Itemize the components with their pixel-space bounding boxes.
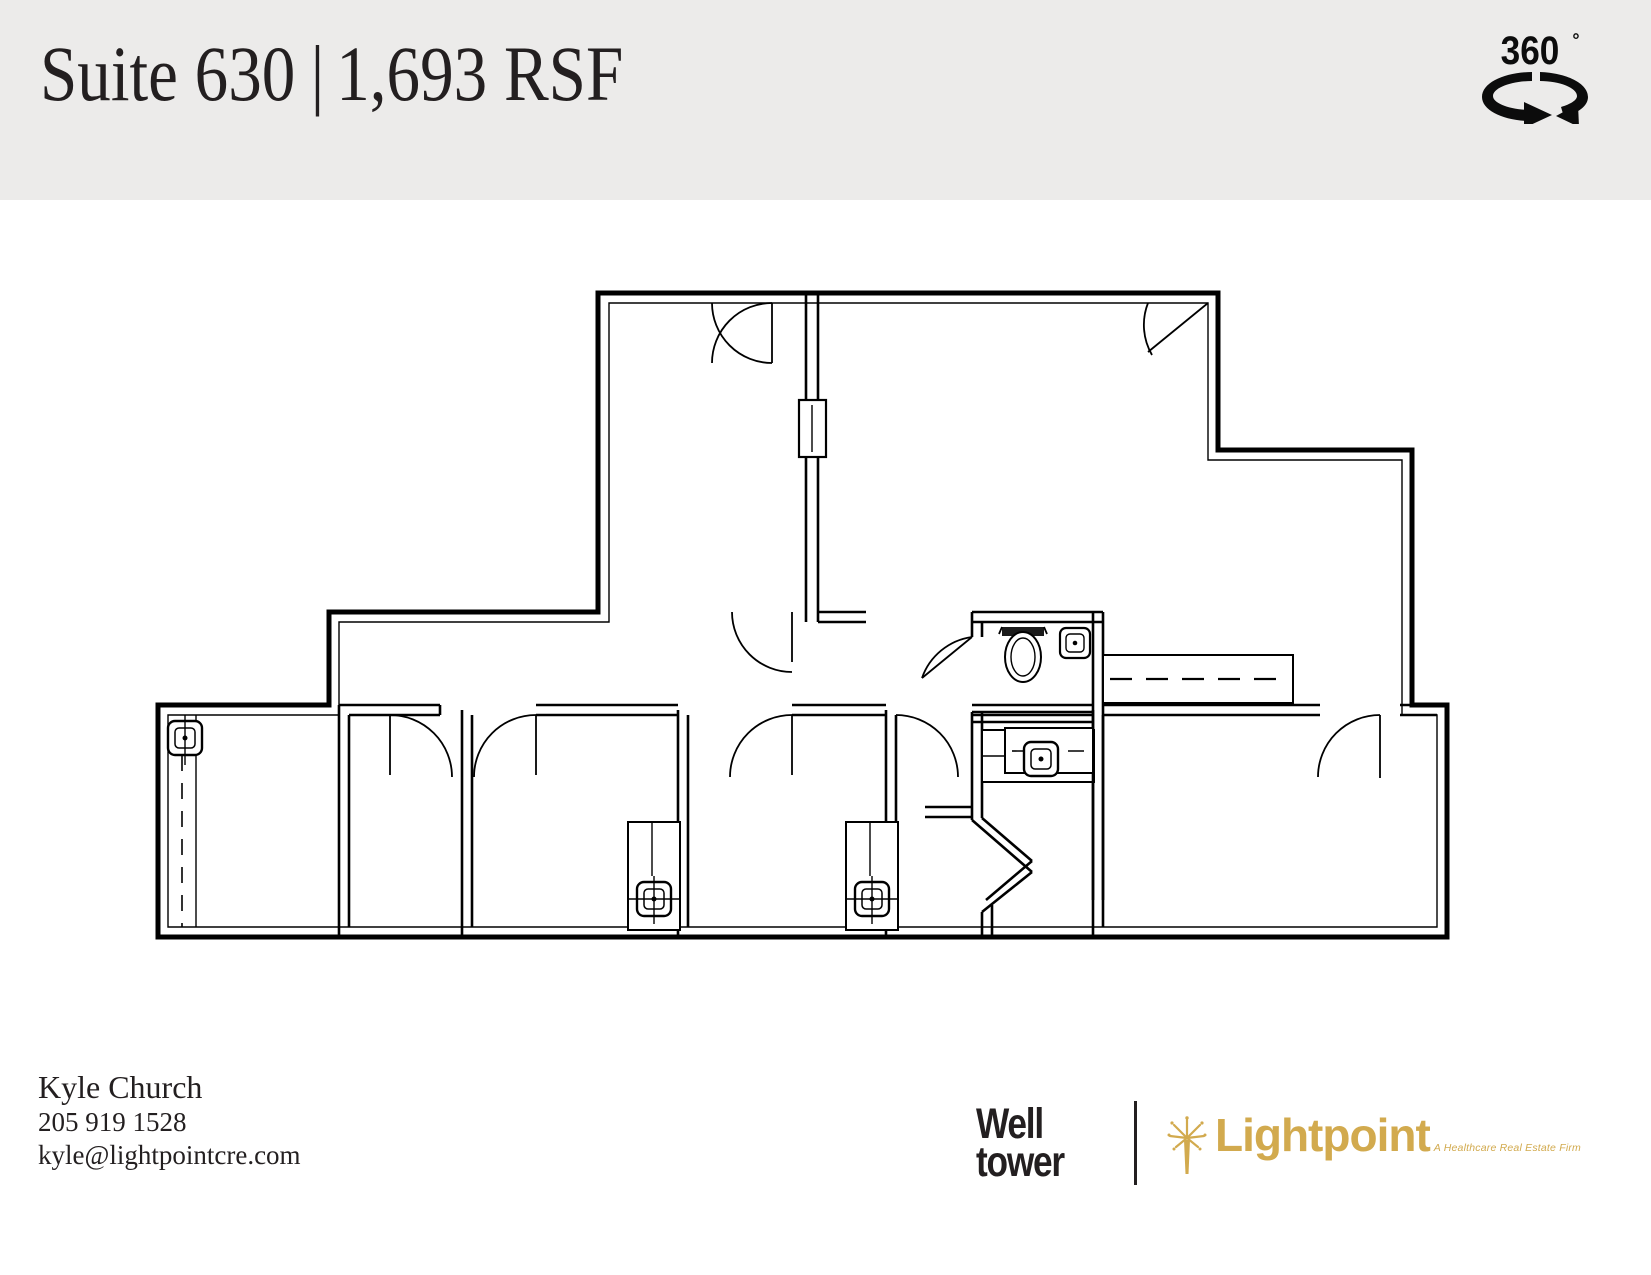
suite-number: Suite 630 (40, 30, 296, 117)
contact-name: Kyle Church (38, 1069, 203, 1105)
contact-phone[interactable]: 205 919 1528 (38, 1107, 187, 1137)
counter-sink-center (1022, 740, 1060, 778)
restroom-lavatory (1058, 626, 1092, 660)
360-icon[interactable]: 360 ° (1466, 24, 1596, 124)
exam-sink-mid-a (628, 876, 680, 924)
logo-row: Well tower (976, 1088, 1581, 1198)
lightpoint-wordmark: Lightpoint (1214, 1109, 1431, 1161)
contact-block: Kyle Church 205 919 1528 kyle@lightpoint… (38, 1068, 558, 1172)
plan-geometry (155, 290, 1450, 940)
rentable-area: 1,693 RSF (336, 30, 624, 117)
lightpoint-logo: Lightpoint A Healthcare Real Estate Firm (1167, 1110, 1581, 1176)
lightpoint-tagline: A Healthcare Real Estate Firm (1433, 1142, 1581, 1154)
floorplan-drawing (0, 200, 1651, 1040)
welltower-logo: Well tower (975, 1100, 1099, 1186)
title-separator: | (310, 30, 325, 117)
welltower-line-2: tower (975, 1138, 1065, 1186)
exam-sink-left (166, 715, 204, 765)
degree-symbol: ° (1572, 30, 1579, 50)
welltower-line-1: Well (975, 1100, 1044, 1148)
lightpoint-starburst-icon (1167, 1114, 1207, 1176)
logo-divider (1133, 1101, 1137, 1185)
contact-email[interactable]: kyle@lightpointcre.com (38, 1140, 301, 1170)
exam-sink-mid-b (846, 876, 898, 924)
door-swings (389, 302, 1381, 778)
plumbing-fixtures (166, 626, 1092, 924)
page-header: Suite 630|1,693 RSF 360 ° (0, 0, 1651, 200)
toilet-fixture (998, 626, 1048, 683)
floorplan-canvas (0, 200, 1651, 1040)
page-title: Suite 630|1,693 RSF (40, 26, 623, 122)
360-label: 360 (1501, 28, 1560, 73)
